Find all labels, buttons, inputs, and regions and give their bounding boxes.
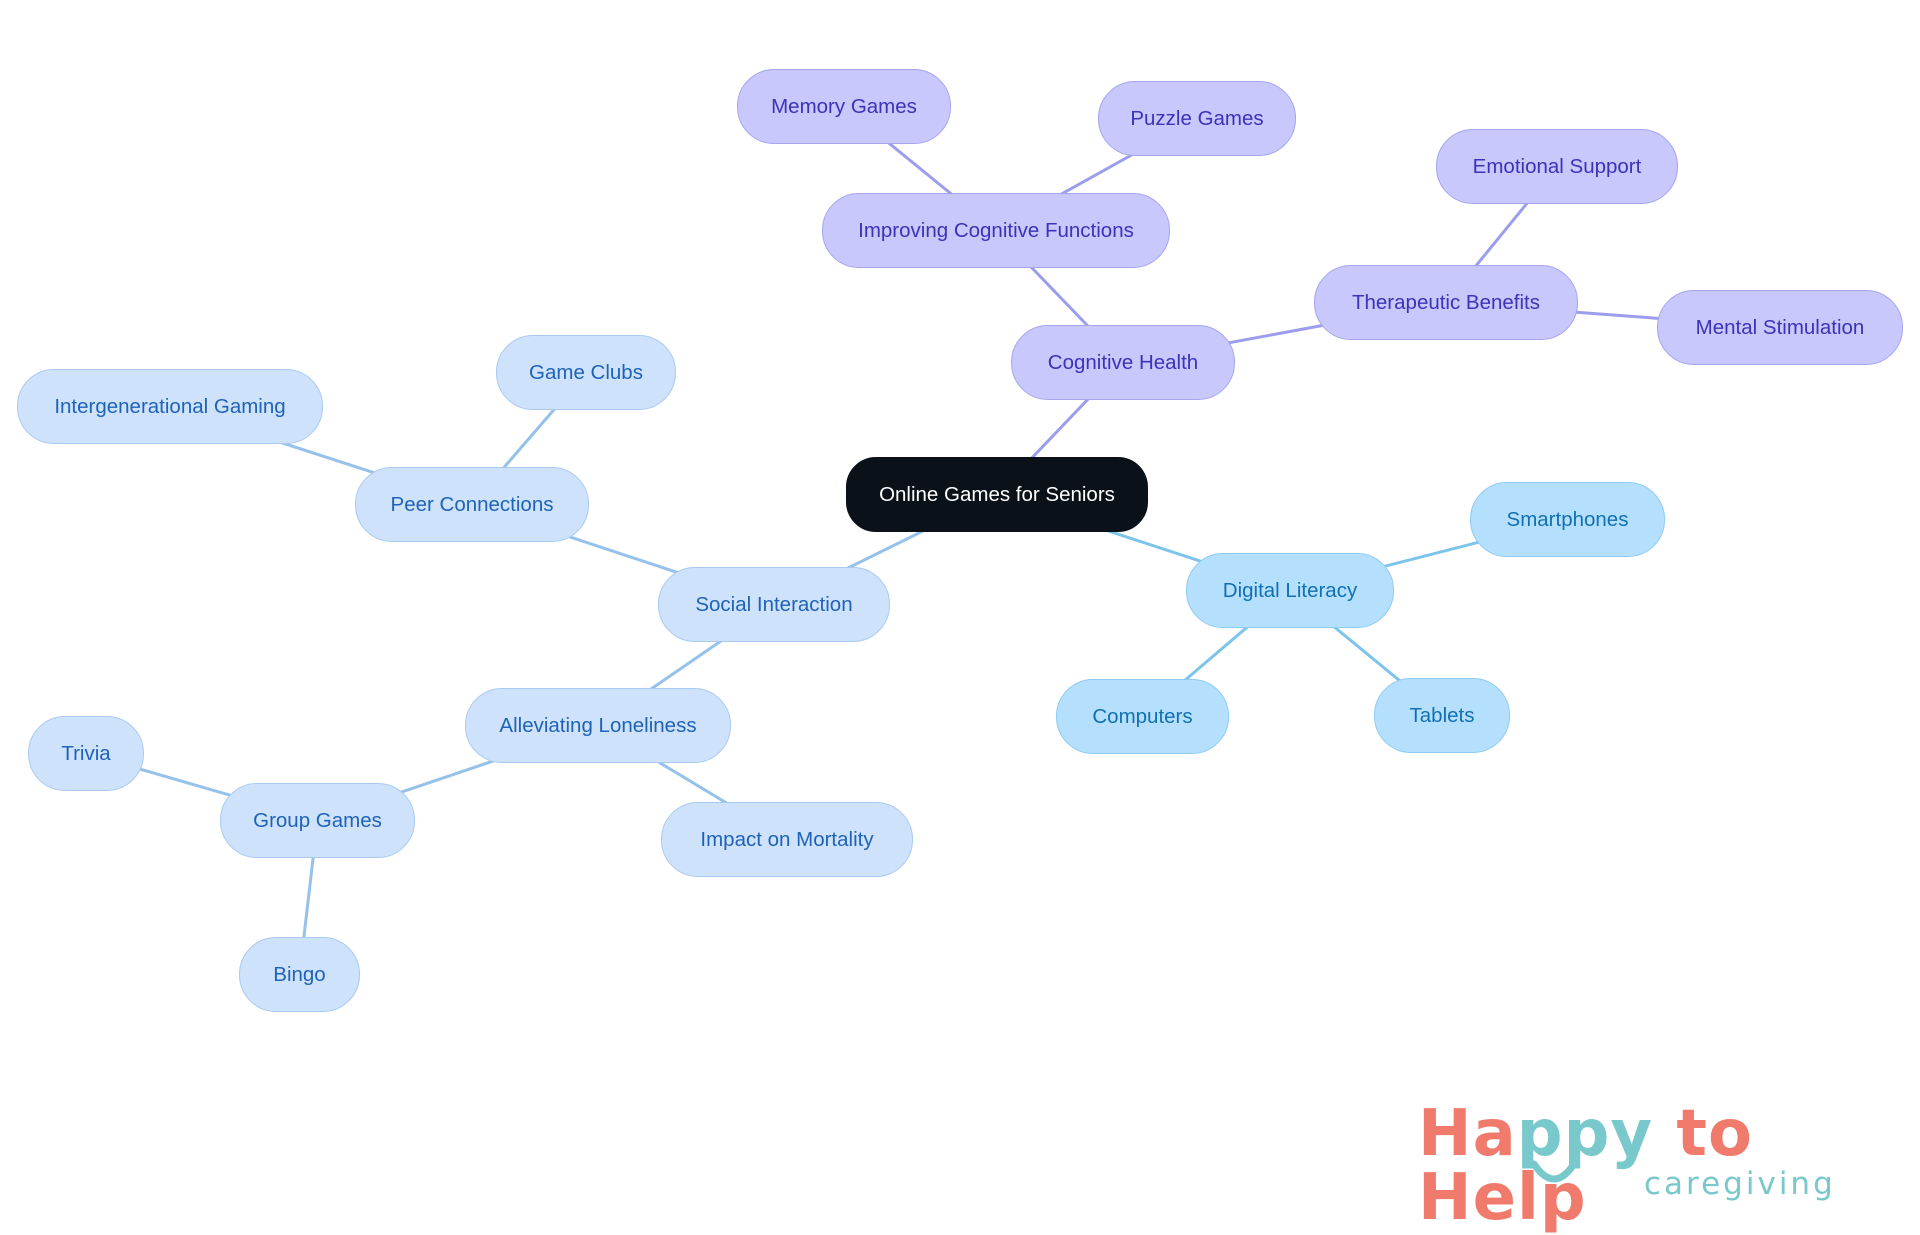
root-node[interactable]: Online Games for Seniors: [846, 457, 1148, 532]
smile-icon: [1530, 1160, 1578, 1183]
node-game-clubs[interactable]: Game Clubs: [496, 335, 676, 410]
node-improving-cognitive-functions[interactable]: Improving Cognitive Functions: [822, 193, 1170, 268]
node-cognitive-health[interactable]: Cognitive Health: [1011, 325, 1235, 400]
node-bingo[interactable]: Bingo: [239, 937, 360, 1012]
logo-tagline: caregiving: [1644, 1166, 1836, 1202]
node-smartphones[interactable]: Smartphones: [1470, 482, 1665, 557]
node-mental-stimulation[interactable]: Mental Stimulation: [1657, 290, 1903, 365]
node-puzzle-games[interactable]: Puzzle Games: [1098, 81, 1296, 156]
logo-wordmark: Happy to Help: [1418, 1102, 1878, 1230]
brand-logo: Happy to Help caregiving: [1418, 1102, 1878, 1230]
logo-text-part1: Ha: [1418, 1097, 1517, 1171]
node-memory-games[interactable]: Memory Games: [737, 69, 951, 144]
node-trivia[interactable]: Trivia: [28, 716, 144, 791]
node-intergenerational-gaming[interactable]: Intergenerational Gaming: [17, 369, 323, 444]
node-digital-literacy[interactable]: Digital Literacy: [1186, 553, 1394, 628]
logo-text-part2: ppy: [1516, 1097, 1654, 1171]
node-group-games[interactable]: Group Games: [220, 783, 415, 858]
node-therapeutic-benefits[interactable]: Therapeutic Benefits: [1314, 265, 1578, 340]
node-alleviating-loneliness[interactable]: Alleviating Loneliness: [465, 688, 731, 763]
node-computers[interactable]: Computers: [1056, 679, 1229, 754]
node-peer-connections[interactable]: Peer Connections: [355, 467, 589, 542]
node-impact-on-mortality[interactable]: Impact on Mortality: [661, 802, 913, 877]
node-emotional-support[interactable]: Emotional Support: [1436, 129, 1678, 204]
node-social-interaction[interactable]: Social Interaction: [658, 567, 890, 642]
node-tablets[interactable]: Tablets: [1374, 678, 1510, 753]
